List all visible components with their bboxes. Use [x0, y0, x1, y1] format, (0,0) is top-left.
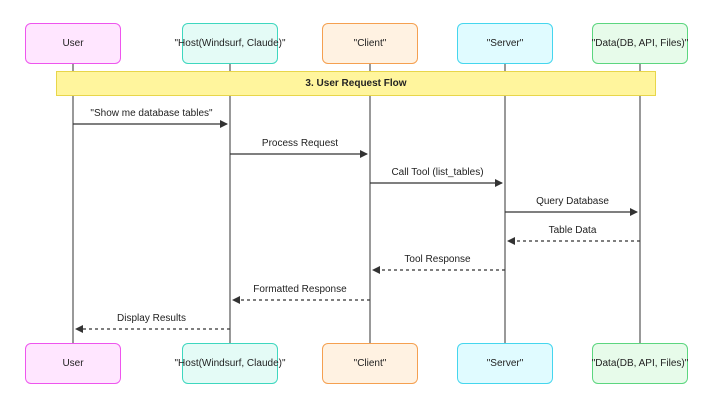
- participant-data-top: "Data(DB, API, Files)": [592, 23, 688, 64]
- participant-label: "Server": [486, 358, 524, 369]
- message-label: Call Tool (list_tables): [391, 167, 484, 178]
- participant-label: "Host(Windsurf, Claude)": [174, 38, 286, 49]
- section-note: 3. User Request Flow: [56, 71, 656, 96]
- message-label: "Show me database tables": [90, 108, 213, 119]
- message-label: Process Request: [261, 138, 339, 149]
- participant-server-top: "Server": [457, 23, 553, 64]
- participant-server-bottom: "Server": [457, 343, 553, 384]
- participant-client-bottom: "Client": [322, 343, 418, 384]
- message-label: Query Database: [536, 196, 609, 207]
- participant-user-top: User: [25, 23, 121, 64]
- participant-client-top: "Client": [322, 23, 418, 64]
- message-label: Display Results: [117, 313, 186, 324]
- participant-user-bottom: User: [25, 343, 121, 384]
- participant-label: "Data(DB, API, Files)": [591, 38, 689, 49]
- message-label: Table Data: [548, 225, 597, 236]
- participant-label: User: [62, 358, 84, 369]
- message-label: Tool Response: [404, 254, 471, 265]
- participant-data-bottom: "Data(DB, API, Files)": [592, 343, 688, 384]
- participant-label: User: [62, 38, 84, 49]
- participant-label: "Client": [353, 358, 387, 369]
- participant-host-bottom: "Host(Windsurf, Claude)": [174, 343, 286, 384]
- participant-label: "Client": [353, 38, 387, 49]
- participant-label: "Server": [486, 38, 524, 49]
- participant-label: "Host(Windsurf, Claude)": [174, 358, 286, 369]
- message-label: Formatted Response: [253, 284, 347, 295]
- section-note-label: 3. User Request Flow: [305, 78, 407, 89]
- participant-host-top: "Host(Windsurf, Claude)": [174, 23, 286, 64]
- participant-label: "Data(DB, API, Files)": [591, 358, 689, 369]
